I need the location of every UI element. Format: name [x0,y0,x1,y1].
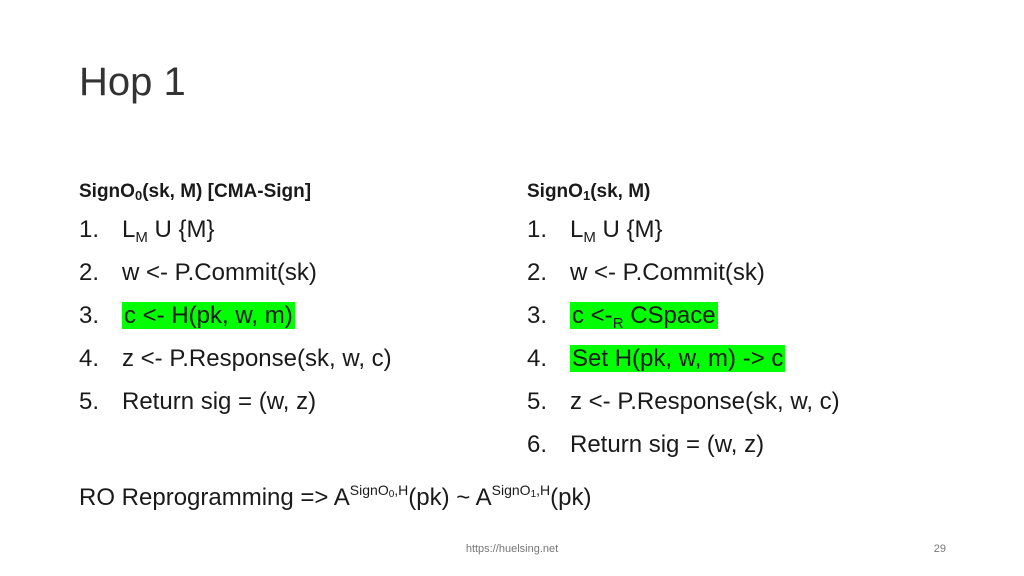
list-item: 6. Return sig = (w, z) [527,423,840,466]
step-text-pre: L [570,216,584,243]
step-text: z <- P.Response(sk, w, c) [570,388,840,415]
statement-mid: (pk) ~ A [408,484,492,511]
list-item: 4. z <- P.Response(sk, w, c) [79,337,392,380]
sup-sub: 0 [388,489,395,500]
list-item: 2. w <- P.Commit(sk) [527,251,840,294]
right-steps-list: 1. LM U {M} 2. w <- P.Commit(sk) 3. c <-R C… [527,208,840,466]
statement-pre: RO Reprogramming => A [79,484,350,511]
step-number: 2. [527,259,548,286]
right-heading-post: (sk, M) [590,181,651,202]
left-column: SignO0(sk, M) [CMA-Sign] 1. LM U {M} 2. w … [79,178,392,423]
left-steps-list: 1. LM U {M} 2. w <- P.Commit(sk) 3. c <- H(… [79,208,392,423]
step-text-sub: M [583,229,596,246]
sup-text: ,H [536,482,551,498]
highlighted-step-text: c <-R CSpace [570,302,718,332]
slide-title: Hop 1 [79,60,186,104]
sup-text: SignO [491,482,531,498]
step-number: 5. [527,388,548,415]
step-text: w <- P.Commit(sk) [122,259,317,286]
statement-post: (pk) [550,484,592,511]
left-heading-pre: SignO [79,181,135,202]
list-item: 1. LM U {M} [527,208,840,251]
step-number: 4. [527,345,548,372]
highlighted-step-text: Set H(pk, w, m) -> c [570,345,786,372]
footer-url: https://huelsing.net [465,543,559,555]
step-text-sub: R [612,315,624,332]
right-column: SignO1(sk, M) 1. LM U {M} 2. w <- P.Commit… [527,178,840,466]
list-item: 5. Return sig = (w, z) [79,380,392,423]
list-item: 3. c <-R CSpace [527,294,840,337]
list-item: 3. c <- H(pk, w, m) [79,294,392,337]
list-item: 2. w <- P.Commit(sk) [79,251,392,294]
step-text-post: U {M} [147,216,215,243]
left-heading-post: (sk, M) [CMA-Sign] [142,181,312,202]
step-text: Return sig = (w, z) [122,388,317,415]
step-number: 5. [79,388,100,415]
left-heading-sub: 0 [134,188,143,203]
step-text: z <- P.Response(sk, w, c) [122,345,392,372]
list-item: 4. Set H(pk, w, m) -> c [527,337,840,380]
step-number: 6. [527,431,548,458]
step-number: 3. [527,302,548,329]
step-number: 2. [79,259,100,286]
step-number: 1. [527,216,548,243]
list-item: 5. z <- P.Response(sk, w, c) [527,380,840,423]
step-text-sub: M [135,229,148,246]
step-number: 1. [79,216,100,243]
oracle-superscript-1: SignO1,H [491,482,551,500]
step-text-post: CSpace [623,302,716,329]
right-heading: SignO1(sk, M) [527,178,840,206]
highlighted-step-text: c <- H(pk, w, m) [122,302,295,329]
left-heading: SignO0(sk, M) [CMA-Sign] [79,178,392,206]
list-item: 1. LM U {M} [79,208,392,251]
step-text-post: U {M} [595,216,663,243]
sup-sub: 1 [530,489,537,500]
step-text: w <- P.Commit(sk) [570,259,765,286]
right-heading-pre: SignO [527,181,583,202]
sup-text: SignO [349,482,389,498]
page-number: 29 [933,543,946,555]
right-heading-sub: 1 [582,188,591,203]
step-number: 3. [79,302,100,329]
ro-reprogramming-statement: RO Reprogramming => ASignO0,H(pk) ~ ASig… [79,478,591,518]
step-text-pre: L [122,216,136,243]
oracle-superscript-0: SignO0,H [349,482,409,500]
step-text: Return sig = (w, z) [570,431,765,458]
step-text-pre: c <- [572,302,613,329]
step-number: 4. [79,345,100,372]
sup-text: ,H [394,482,409,498]
